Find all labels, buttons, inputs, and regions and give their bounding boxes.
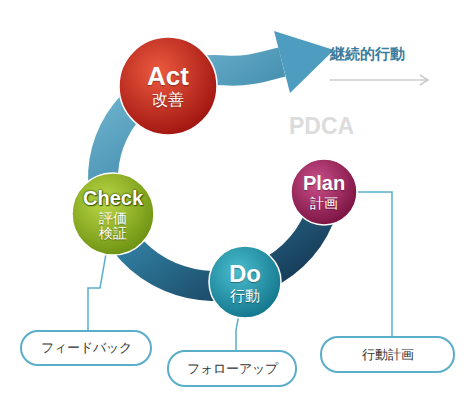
phase-name: Check (83, 188, 143, 209)
phase-meaning: 評価 検証 (97, 211, 129, 240)
phase-meaning: 改善 (152, 92, 184, 109)
watermark-label: PDCA (289, 113, 354, 140)
action-plan-box: 行動計画 (320, 336, 455, 373)
followup-box: フォローアップ (167, 350, 297, 387)
leader-line (88, 255, 106, 330)
do-circle: Do 行動 (208, 245, 282, 319)
box-label: フォローアップ (187, 362, 278, 376)
box-label: 行動計画 (362, 348, 414, 362)
phase-name: Act (147, 63, 189, 90)
phase-name: Do (229, 261, 261, 286)
continuation-line (330, 79, 428, 81)
continuation-head (420, 75, 428, 85)
circle-fill (119, 37, 217, 135)
cycle-arrowhead (274, 31, 334, 93)
continuation-label: 継続的行動 (330, 45, 405, 64)
plan-circle: Plan 計画 (290, 158, 358, 226)
check-circle: Check評価 検証 (71, 172, 155, 256)
phase-meaning: 計画 (310, 196, 338, 211)
box-label: フィードバック (41, 341, 132, 355)
phase-meaning: 行動 (230, 288, 260, 304)
feedback-box: フィードバック (20, 330, 152, 366)
circle-fill (72, 173, 154, 255)
leader-line (358, 192, 392, 336)
circle-fill (291, 159, 357, 225)
leader-line (236, 318, 238, 350)
circle-fill (209, 246, 281, 318)
act-circle: Act 改善 (118, 36, 218, 136)
phase-name: Plan (303, 173, 345, 194)
